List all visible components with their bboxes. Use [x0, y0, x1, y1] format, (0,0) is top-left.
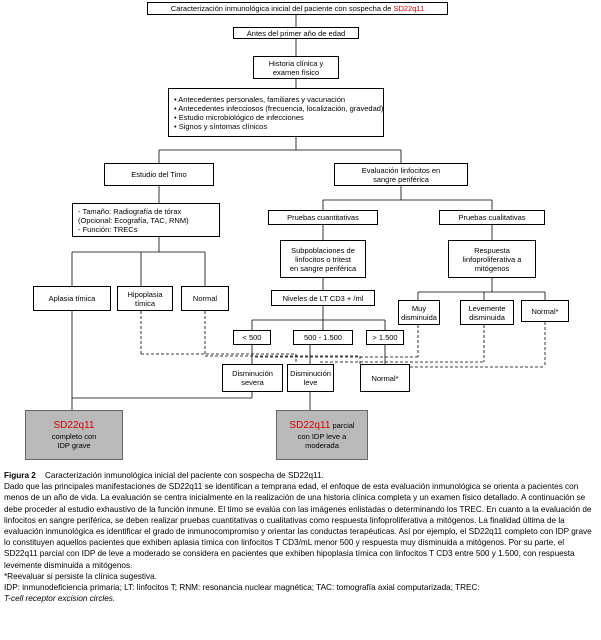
partial-result-box: SD22q11 parcial con IDP leve a moderada [276, 410, 368, 460]
quantitative-tests-text: Pruebas cuantitativas [287, 213, 359, 222]
normal-thymus-text: Normal [192, 294, 218, 303]
severe-decrease-box: Disminución severa [222, 364, 283, 392]
cd3-levels-text: Niveles de LT CD3 + /ml [282, 293, 364, 303]
normal-response-text: Normal* [531, 306, 559, 316]
before-year-box: Antes del primer año de edad [233, 27, 359, 39]
very-decreased-box: Muy disminuida [398, 300, 440, 325]
thymus-study-box: Estudio del Timo [104, 163, 214, 186]
response-line: linfoproliferativa a [462, 254, 522, 264]
response-box: Respuesta linfoproliferativa a mitógenos [448, 240, 536, 278]
gt1500-box: > 1.500 [366, 330, 404, 345]
complete-result-line: IDP grave [57, 441, 91, 450]
thymus-study-text: Estudio del Timo [131, 170, 187, 179]
caption-body: Dado que las principales manifestaciones… [4, 482, 592, 570]
slightly-decreased-line: disminuida [469, 312, 505, 322]
normal-cd3-text: Normal* [371, 373, 399, 383]
lymphocyte-eval-line: sangre periférica [373, 174, 429, 184]
top-box-highlight: SD22q11 [393, 4, 425, 13]
partial-result-suffix: parcial [330, 421, 355, 430]
subpopulations-box: Subpoblaciones de linfocitos o tritest e… [280, 240, 366, 278]
antecedent-item: • Estudio microbiológico de infecciones [174, 112, 304, 122]
lymphocyte-eval-line: Evaluación linfocitos en [361, 165, 441, 175]
history-line: Historia clínica y [268, 58, 324, 68]
subpopulations-line: en sangre periférica [289, 263, 357, 273]
top-box: Caracterización inmunológica inicial del… [147, 2, 448, 15]
cd3-levels-box: Niveles de LT CD3 + /ml [271, 290, 375, 306]
hypoplasia-line: tímica [134, 298, 155, 308]
range-text: 500 - 1.500 [304, 333, 342, 342]
aplasia-box: Aplasia tímica [33, 286, 111, 311]
aplasia-text: Aplasia tímica [48, 294, 96, 303]
mild-decrease-box: Disminución leve [287, 364, 334, 392]
normal-cd3-box: Normal* [360, 364, 410, 392]
caption-abbreviations: IDP: inmunodeficiencia primaria; LT: lin… [4, 582, 597, 604]
abbreviations-text: IDP: inmunodeficiencia primaria; LT: lin… [4, 583, 480, 593]
hypoplasia-line: Hipoplasia [127, 289, 163, 299]
response-line: Respuesta [474, 245, 510, 255]
lt500-box: < 500 [233, 330, 271, 345]
antecedents-box: • Antecedentes personales, familiares y … [168, 88, 384, 137]
response-line: mitógenos [474, 263, 510, 273]
history-line: examen físico [272, 67, 320, 77]
figure-label: Figura 2 [4, 471, 36, 480]
qualitative-tests-box: Pruebas cualitativas [439, 210, 545, 225]
gt1500-text: > 1.500 [372, 333, 398, 342]
antecedent-item: • Antecedentes infecciosos (frecuencia, … [174, 103, 384, 113]
mild-decrease-line: leve [303, 378, 318, 387]
normal-thymus-box: Normal [181, 286, 229, 311]
range-box: 500 - 1.500 [293, 330, 353, 345]
subpopulations-line: Subpoblaciones de [291, 245, 355, 255]
very-decreased-line: Muy [411, 303, 427, 313]
trec-expansion: T-cell receptor excision circles. [4, 594, 116, 604]
flowchart-connectors [71, 15, 546, 410]
thymus-test-line: (Opcional: Ecografía, TAC, RNM) [78, 215, 189, 225]
lt500-text: < 500 [242, 333, 262, 342]
severe-decrease-line: Disminución [232, 369, 273, 378]
very-decreased-line: disminuida [401, 312, 437, 322]
top-box-text: Caracterización inmunológica inicial del… [170, 4, 394, 13]
history-box: Historia clínica y examen físico [253, 56, 339, 79]
antecedent-item: • Antecedentes personales, familiares y … [174, 94, 346, 104]
slightly-decreased-box: Levemente disminuida [460, 300, 514, 325]
figure-title: Caracterización inmunológica inicial del… [44, 471, 324, 480]
qualitative-tests-text: Pruebas cualitativas [458, 213, 526, 222]
complete-result-title: SD22q11 [53, 420, 95, 431]
figure-caption: Figura 2 Caracterización inmunológica in… [4, 470, 597, 604]
thymus-tests-box: - Tamaño: Radiografía de tórax (Opcional… [72, 203, 220, 237]
hypoplasia-box: Hipoplasia tímica [117, 286, 173, 311]
normal-response-box: Normal* [521, 300, 569, 322]
subpopulations-line: linfocitos o tritest [295, 254, 351, 264]
mild-decrease-line: Disminución [290, 369, 331, 378]
complete-result-line: completo con [51, 432, 97, 441]
before-year-text: Antes del primer año de edad [246, 28, 346, 38]
partial-result-line: con IDP leve a [297, 432, 347, 441]
thymus-test-line: - Tamaño: Radiografía de tórax [78, 206, 182, 216]
complete-result-box: SD22q11 completo con IDP grave [25, 410, 123, 460]
partial-result-title: SD22q11 [289, 420, 331, 431]
thymus-test-line: - Función: TRECs [78, 224, 138, 234]
caption-title-line: Figura 2 Caracterización inmunológica in… [4, 470, 597, 481]
severe-decrease-line: severa [241, 378, 264, 387]
caption-footnote: *Reevaluar si persiste la clínica sugest… [4, 571, 157, 581]
slightly-decreased-line: Levemente [468, 303, 506, 313]
lymphocyte-eval-box: Evaluación linfocitos en sangre periféri… [334, 163, 468, 186]
antecedent-item: • Signos y síntomas clínicos [174, 121, 268, 131]
quantitative-tests-box: Pruebas cuantitativas [268, 210, 378, 225]
partial-result-line: moderada [305, 441, 339, 450]
